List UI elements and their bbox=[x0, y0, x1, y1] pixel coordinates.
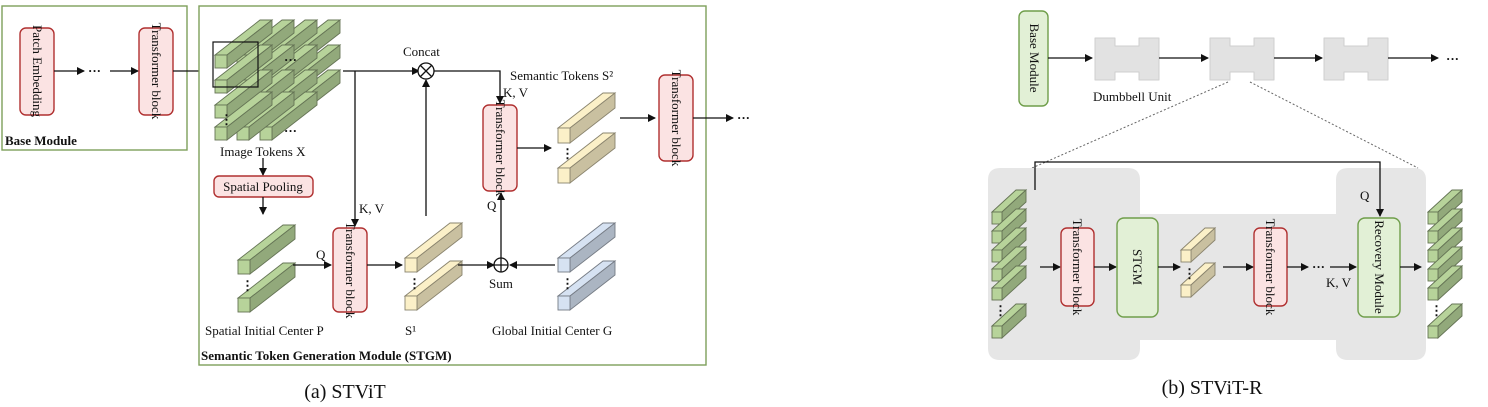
panel-b: Base Module Dumbbell Unit ··· Q ⋮ Transf… bbox=[988, 10, 1464, 399]
image-token bbox=[213, 91, 274, 141]
p-dots: ⋮ bbox=[241, 278, 254, 293]
transformer-block-label: Transformer block bbox=[149, 23, 164, 120]
output-token-b bbox=[1426, 245, 1464, 283]
output-token-b bbox=[1426, 302, 1464, 340]
kv-label-b: K, V bbox=[1326, 275, 1352, 290]
concat-label: Concat bbox=[403, 44, 440, 59]
semantic-token-b bbox=[1179, 261, 1217, 299]
output-token-b bbox=[1426, 188, 1464, 226]
global-initial-center-tokens: ⋮ bbox=[556, 222, 617, 311]
ellipsis: ··· bbox=[88, 63, 101, 78]
svg-text:STGM: STGM bbox=[1130, 249, 1145, 286]
spatial-center-token bbox=[236, 224, 297, 275]
recovery-module-block: Recovery Module bbox=[1357, 217, 1401, 318]
mid-ellipsis: ··· bbox=[1312, 259, 1325, 274]
input-token-b bbox=[990, 245, 1028, 283]
dumbbell-unit bbox=[1209, 37, 1275, 81]
top-ellipsis: ··· bbox=[1446, 51, 1459, 66]
base-module-label: Base Module bbox=[5, 133, 77, 148]
global-center-token bbox=[556, 260, 617, 311]
s1-token bbox=[403, 260, 464, 311]
dumbbell-unit bbox=[1323, 37, 1389, 81]
kv-label-bottom: K, V bbox=[359, 201, 385, 216]
q-label-right: Q bbox=[487, 198, 497, 213]
s1-dots: ⋮ bbox=[408, 276, 421, 291]
svg-text:Transformer block: Transformer block bbox=[1070, 219, 1085, 316]
s1-label: S¹ bbox=[405, 323, 416, 338]
spatial-pooling-label: Spatial Pooling bbox=[223, 179, 303, 194]
input-tokens-b: ⋮ bbox=[990, 188, 1028, 340]
global-center-token bbox=[556, 222, 617, 273]
svg-text:Transformer block: Transformer block bbox=[493, 100, 508, 197]
svg-text:Recovery Module: Recovery Module bbox=[1372, 220, 1387, 314]
output-ellipsis: ··· bbox=[737, 110, 750, 125]
image-token-dots: ··· bbox=[284, 52, 297, 67]
semantic-token-b-dots: ⋮ bbox=[1183, 266, 1196, 281]
image-token-dots-h: ··· bbox=[284, 123, 297, 138]
input-token-b bbox=[990, 264, 1028, 302]
q-label-left: Q bbox=[316, 247, 326, 262]
caption-b: (b) STViT-R bbox=[1162, 377, 1264, 399]
svg-text:Transformer block: Transformer block bbox=[669, 70, 684, 167]
base-transformer-block: Transformer block bbox=[138, 23, 174, 120]
semantic-token-s2 bbox=[556, 132, 617, 184]
spatial-pooling-block: Spatial Pooling bbox=[213, 175, 314, 198]
svg-text:Transformer block: Transformer block bbox=[1263, 219, 1278, 316]
dumbbell-units bbox=[1094, 37, 1439, 81]
image-tokens-label: Image Tokens X bbox=[220, 144, 306, 159]
input-token-b bbox=[990, 207, 1028, 245]
patch-window bbox=[212, 41, 259, 88]
stgm-transformer-block-bottom: Transformer block bbox=[332, 222, 368, 319]
spatial-initial-center-tokens: ⋮ bbox=[236, 224, 297, 313]
s1-token bbox=[403, 222, 464, 273]
stgm-block-b: STGM bbox=[1116, 217, 1159, 318]
kv-label-top: K, V bbox=[503, 85, 529, 100]
svg-text:Base Module: Base Module bbox=[1027, 24, 1042, 93]
semantic-tokens-s2: ⋮ bbox=[556, 92, 617, 184]
spatial-center-token bbox=[236, 262, 297, 313]
semantic-token-b bbox=[1179, 226, 1217, 264]
s1-tokens: ⋮ bbox=[403, 222, 464, 311]
sum-label: Sum bbox=[489, 276, 513, 291]
dumbbell-unit-label: Dumbbell Unit bbox=[1093, 89, 1172, 104]
output-token-b bbox=[1426, 207, 1464, 245]
image-token-dots-v: ⋮ bbox=[220, 112, 233, 127]
q-label-b: Q bbox=[1360, 188, 1370, 203]
s2-dots: ⋮ bbox=[561, 146, 574, 161]
output-token-b bbox=[1426, 264, 1464, 302]
patch-embedding-label: Patch Embedding bbox=[30, 25, 45, 118]
spatial-initial-center-label: Spatial Initial Center P bbox=[205, 323, 324, 338]
output-token-b-dots: ⋮ bbox=[1430, 303, 1443, 318]
dumbbell-unit bbox=[1094, 37, 1160, 81]
global-initial-center-label: Global Initial Center G bbox=[492, 323, 612, 338]
output-token-b bbox=[1426, 226, 1464, 264]
g-dots: ⋮ bbox=[561, 276, 574, 291]
semantic-token-s2 bbox=[556, 92, 617, 144]
base-module-block-b: Base Module bbox=[1018, 10, 1049, 107]
input-token-b bbox=[990, 188, 1028, 226]
image-tokens-grid: ··· ⋮ ··· bbox=[213, 19, 342, 141]
svg-text:Transformer block: Transformer block bbox=[343, 222, 358, 319]
transformer-block-b1: Transformer block bbox=[1060, 219, 1095, 316]
stgm-label: Semantic Token Generation Module (STGM) bbox=[201, 348, 452, 363]
stgm-transformer-block-top: Transformer block bbox=[482, 100, 518, 197]
patch-embedding-block: Patch Embedding bbox=[19, 25, 55, 118]
semantic-tokens-label: Semantic Tokens S² bbox=[510, 68, 613, 83]
panel-a: Base Module Patch Embedding ··· Transfor… bbox=[1, 5, 750, 403]
input-token-b bbox=[990, 302, 1028, 340]
transformer-block-b2: Transformer block bbox=[1253, 219, 1288, 316]
semantic-tokens-b: ⋮ bbox=[1179, 226, 1217, 299]
output-tokens-b: ⋮ bbox=[1426, 188, 1464, 340]
image-token bbox=[213, 19, 274, 69]
output-transformer-block: Transformer block bbox=[658, 70, 694, 167]
caption-a: (a) STViT bbox=[304, 381, 386, 403]
input-token-b bbox=[990, 226, 1028, 264]
input-token-b-dots: ⋮ bbox=[994, 303, 1007, 318]
